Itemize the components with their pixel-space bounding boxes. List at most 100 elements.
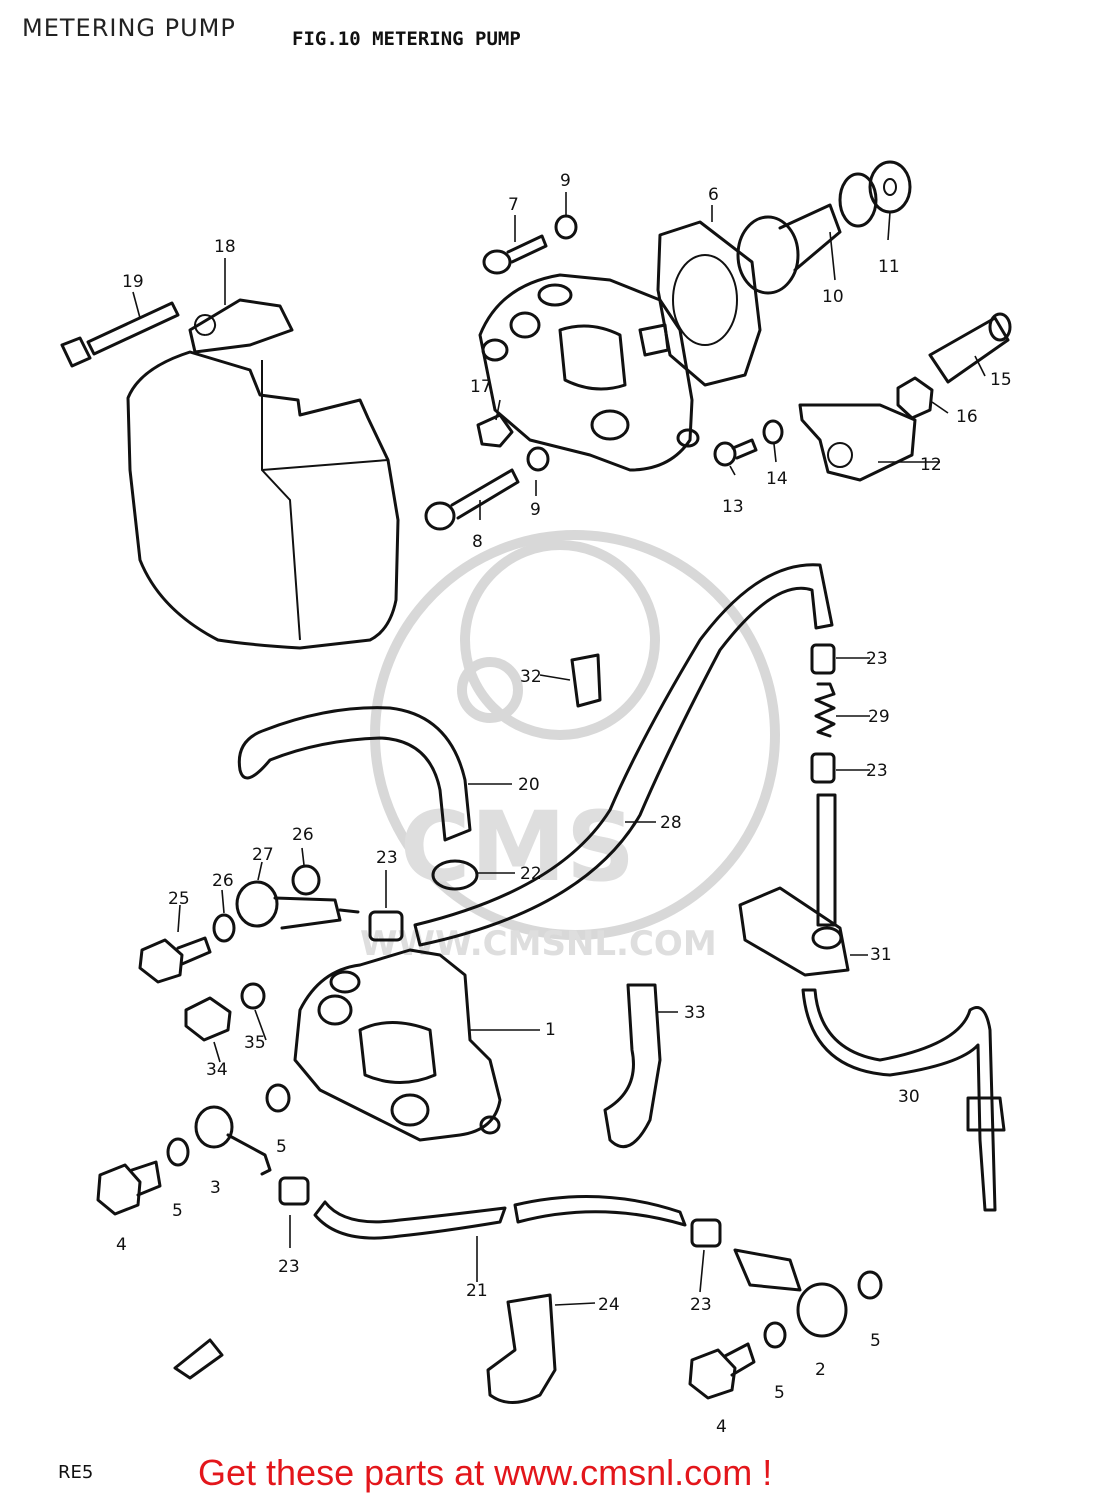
callout-11: 11 (878, 257, 900, 277)
callout-34: 34 (206, 1060, 228, 1080)
callout-22: 22 (520, 864, 542, 884)
callout-12: 12 (920, 455, 942, 475)
callout-5-d: 5 (774, 1383, 785, 1403)
callout-26-a: 26 (212, 871, 234, 891)
washer-35-part (240, 982, 266, 1010)
callout-35: 35 (244, 1033, 266, 1053)
callout-20: 20 (518, 775, 540, 795)
callout-3: 3 (210, 1178, 221, 1198)
joint-23-lower-right (690, 1218, 722, 1248)
clamp-24-part (486, 1293, 557, 1404)
clamp-31-hole (811, 926, 843, 950)
callout-19: 19 (122, 272, 144, 292)
cta-link[interactable]: Get these parts at www.cmsnl.com ! (198, 1452, 773, 1493)
callout-17: 17 (470, 377, 492, 397)
watermark-logo: CMS WWW.CMSNL.COM (360, 530, 780, 964)
watermark-brand: CMS (400, 791, 635, 903)
hose-21-b (513, 1194, 687, 1227)
washer-5-d (763, 1321, 787, 1349)
screw-13-part (713, 438, 758, 467)
callout-30: 30 (898, 1087, 920, 1107)
banjo-27-part (235, 880, 360, 930)
callout-4-left: 4 (116, 1235, 127, 1255)
banjo-2-part (733, 1248, 848, 1338)
joint-23-lower-left (278, 1176, 310, 1206)
joint-23-right-mid (810, 752, 836, 784)
callout-5-b: 5 (276, 1137, 287, 1157)
callout-24: 24 (598, 1295, 620, 1315)
callout-5-c: 5 (870, 1331, 881, 1351)
union-bolt-25-part (138, 936, 212, 984)
metering-pump-1-part (293, 948, 502, 1142)
watermark-url: WWW.CMSNL.COM (360, 924, 717, 964)
washer-5-c (857, 1270, 883, 1300)
bracket-12-part (798, 403, 917, 482)
callout-1: 1 (545, 1020, 556, 1040)
callout-15: 15 (990, 370, 1012, 390)
union-bolt-4-left (96, 1160, 162, 1216)
callout-7: 7 (508, 195, 519, 215)
joint-23-right-top (810, 643, 836, 675)
clamp-33-part (603, 983, 662, 1149)
washer-26-a (212, 913, 236, 943)
callout-25: 25 (168, 889, 190, 909)
washer-14-part (762, 419, 784, 445)
page-code: RE5 (58, 1462, 94, 1483)
washer-5-b (265, 1083, 291, 1113)
tank-bolt-part (60, 301, 180, 368)
bracket-12-hole (827, 442, 853, 468)
callout-21: 21 (466, 1281, 488, 1301)
callout-4-right: 4 (716, 1417, 727, 1437)
washer-9-upper (554, 214, 578, 240)
callout-8: 8 (472, 532, 483, 552)
hose-20-part (237, 706, 472, 842)
callout-23-c: 23 (376, 848, 398, 868)
pump-shaft-part (736, 172, 878, 295)
callout-28: 28 (660, 813, 682, 833)
hose-21-part (313, 1200, 507, 1240)
pipe-28-part (413, 563, 834, 947)
callout-2: 2 (815, 1360, 826, 1380)
callout-23-b: 23 (866, 761, 888, 781)
callout-labels: 1 2 3 4 4 5 5 5 5 6 7 8 9 9 10 11 12 13 … (116, 171, 1012, 1437)
fwd-arrow-icon (173, 1338, 224, 1380)
union-bolt-4-right (688, 1342, 756, 1400)
clamp-31-part (738, 886, 850, 977)
callout-23-e: 23 (690, 1295, 712, 1315)
washer-11-part (868, 160, 912, 214)
nut-16-part (896, 376, 934, 420)
callout-13: 13 (722, 497, 744, 517)
callout-31: 31 (870, 945, 892, 965)
gasket-part (656, 220, 762, 387)
check-valve-29-part (814, 682, 836, 738)
callout-23-d: 23 (278, 1257, 300, 1277)
page-title: METERING PUMP (22, 14, 236, 42)
washer-5-a (166, 1137, 190, 1167)
pipe-vertical-part (816, 793, 837, 927)
callout-10: 10 (822, 287, 844, 307)
bolt-34-part (184, 996, 232, 1042)
washer-9-lower (526, 446, 550, 472)
figure-title: FIG.10 METERING PUMP (292, 28, 521, 50)
callout-9-lower: 9 (530, 500, 541, 520)
pipe-30-part (801, 988, 997, 1212)
banjo-3-part (194, 1105, 272, 1176)
oil-tank-part (126, 298, 400, 650)
cable-adjuster-15-part (928, 312, 1012, 384)
gasket-hole (672, 254, 738, 346)
washer-26-b (291, 864, 321, 896)
clip-22-part (431, 859, 479, 891)
callout-29: 29 (868, 707, 890, 727)
callout-23-a: 23 (866, 649, 888, 669)
callout-9-upper: 9 (560, 171, 571, 191)
callout-14: 14 (766, 469, 788, 489)
screw-8-part (424, 468, 520, 531)
callout-26-b: 26 (292, 825, 314, 845)
callout-18: 18 (214, 237, 236, 257)
callout-33: 33 (684, 1003, 706, 1023)
callout-6: 6 (708, 185, 719, 205)
callout-32: 32 (520, 667, 542, 687)
callout-5-a: 5 (172, 1201, 183, 1221)
screw-7-part (482, 234, 548, 275)
